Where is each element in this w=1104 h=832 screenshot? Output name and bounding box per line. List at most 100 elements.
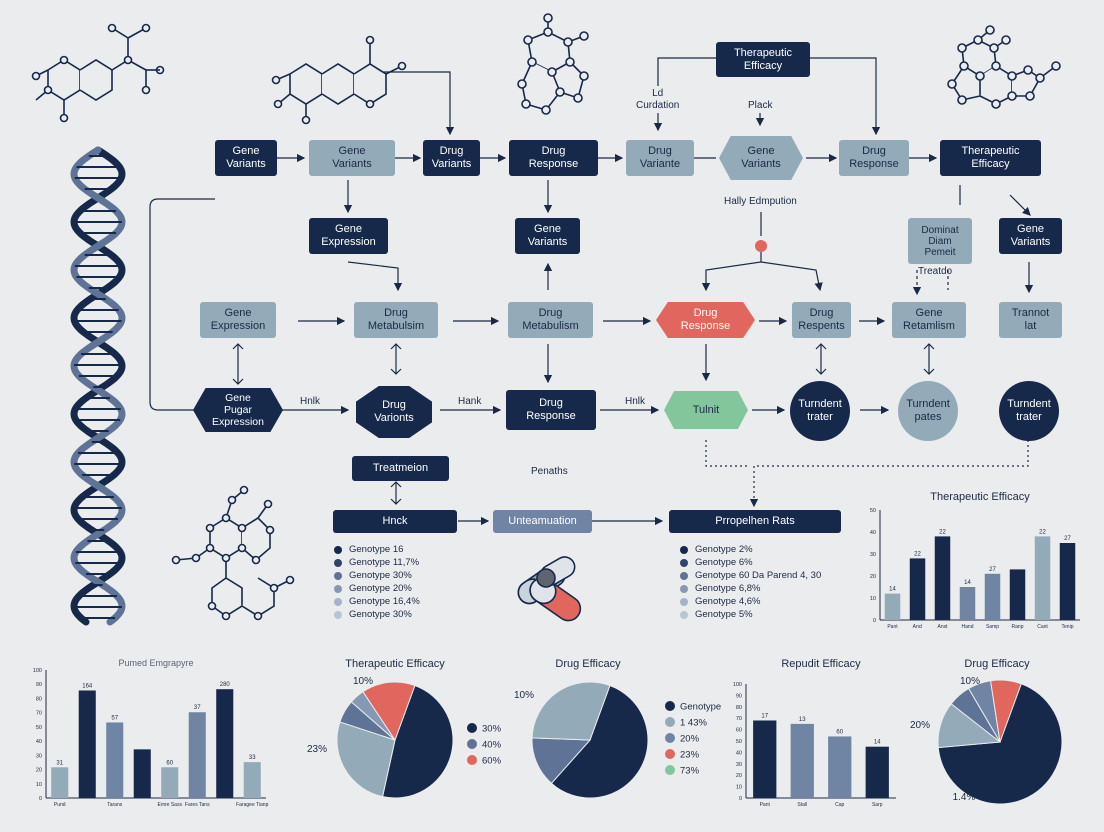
x-tick-label: Emre Sass (158, 802, 183, 808)
x-tick-label: Faragee Tianp (236, 802, 268, 808)
legend-item: Genotype 60 Da Parend 4, 30 (680, 569, 821, 582)
pie-legend-label: Genotype (680, 702, 721, 713)
pie-legend-label: 20% (680, 734, 700, 745)
legend-swatch (334, 610, 342, 619)
y-tick-label: 10 (736, 785, 742, 791)
legend-item: Genotype 4,6% (680, 595, 821, 608)
pie-slice (381, 684, 454, 799)
legend-label: Genotype 60 Da Parend 4, 30 (695, 570, 822, 581)
molecule-icon-2 (271, 35, 407, 125)
annotation-hnlk-2: Hnlk (625, 396, 646, 407)
x-tick-label: Ranp (1012, 624, 1024, 630)
node-dominat-diam-pemeit[interactable]: Dominat Diam Pemeit (908, 218, 972, 264)
annotation-hally: Hally Edmpution (724, 196, 797, 207)
node-prropelhen-rats[interactable]: Prropelhen Rats (669, 510, 841, 533)
legend-item: Genotype 11,7% (334, 556, 420, 569)
annotation-hank: Hank (458, 396, 482, 407)
y-tick-label: 10 (870, 596, 876, 602)
node-trannot-lat[interactable]: Trannot lat (999, 302, 1062, 338)
pie-legend-swatch (467, 723, 477, 733)
x-tick-label: Tarans (107, 802, 123, 808)
node-therapeutic-efficacy-top[interactable]: Therapeutic Efficacy (716, 42, 810, 77)
bar (984, 573, 1001, 620)
node-drug-respents[interactable]: Drug Respents (792, 302, 851, 338)
pie-outer-label: 10% (514, 690, 534, 701)
bar (216, 689, 234, 798)
node-drug-response-2[interactable]: Drug Response (839, 140, 909, 176)
node-gene-variants-4[interactable]: Gene Variants (515, 218, 580, 254)
y-tick-label: 100 (733, 682, 742, 688)
molecule-icon-1 (31, 23, 165, 123)
x-tick-label: Fares Tans (185, 802, 210, 808)
bar (959, 587, 976, 620)
y-tick-label: 30 (870, 552, 876, 558)
y-tick-label: 20 (870, 574, 876, 580)
data-label: 33 (249, 755, 256, 761)
node-tulnit[interactable]: Tulnit (664, 391, 748, 429)
node-gene-variants-1[interactable]: Gene Variants (215, 140, 277, 176)
pie-slice (531, 737, 592, 785)
node-drug-variants-1[interactable]: Drug Variants (423, 140, 480, 176)
node-gene-pugar-expression[interactable]: Gene Pugar Expression (193, 388, 283, 432)
node-drug-variante[interactable]: Drug Variante (626, 140, 694, 176)
y-tick-label: 90 (36, 682, 42, 688)
pie-legend-label: 60% (482, 756, 502, 767)
chart-title: Drug Efficacy (964, 658, 1030, 670)
node-drug-response-3[interactable]: Drug Response (506, 390, 596, 430)
bar (188, 712, 206, 798)
node-drug-metabulsim[interactable]: Drug Metabulsim (354, 302, 438, 338)
bar (790, 723, 814, 798)
legend-item: Genotype 30% (334, 569, 420, 582)
node-gene-expression-2[interactable]: Gene Expression (200, 302, 276, 338)
pie-slice (937, 683, 1063, 805)
node-hnck[interactable]: Hnck (333, 510, 457, 533)
y-tick-label: 50 (736, 739, 742, 745)
bar (865, 746, 889, 798)
y-tick-label: 80 (36, 696, 42, 702)
node-gene-expression-1[interactable]: Gene Expression (309, 218, 388, 254)
x-tick-label: Cap (835, 802, 844, 808)
node-gene-variants-3[interactable]: Gene Variants (719, 136, 803, 180)
molecule-icon-3 (517, 13, 589, 115)
node-therapeutic-efficacy-1[interactable]: Therapeutic Efficacy (940, 140, 1041, 176)
data-label: 14 (874, 740, 881, 746)
bar (78, 690, 96, 798)
data-label: 31 (56, 760, 63, 766)
node-gene-variants-2[interactable]: Gene Variants (309, 140, 395, 176)
bar (934, 536, 951, 620)
node-drug-response-1[interactable]: Drug Response (509, 140, 598, 176)
annotation-treatdo: Treatdo (918, 266, 953, 277)
genotype-legend-right: Genotype 2%Genotype 6%Genotype 60 Da Par… (680, 543, 821, 621)
legend-swatch (680, 584, 688, 593)
data-label: 17 (761, 713, 768, 719)
legend-label: Genotype 30% (349, 609, 412, 620)
node-gene-retamlism[interactable]: Gene Retamlism (892, 302, 966, 338)
data-label: 57 (111, 715, 118, 721)
node-drug-metabulism[interactable]: Drug Metabulism (508, 302, 593, 338)
legend-label: Genotype 2% (695, 544, 753, 555)
data-label: 27 (989, 567, 996, 573)
pie-legend-swatch (467, 755, 477, 765)
x-tick-label: Anst (937, 624, 948, 630)
y-tick-label: 0 (873, 618, 876, 624)
pie-legend-swatch (467, 739, 477, 749)
bar (909, 558, 926, 620)
node-treatmeion[interactable]: Treatmeion (352, 456, 449, 481)
legend-item: Genotype 16 (334, 543, 420, 556)
node-turndent-trater-1[interactable]: Turndent trater (790, 381, 850, 441)
bar (133, 749, 151, 798)
node-drug-varionts[interactable]: Drug Varionts (356, 386, 432, 438)
node-unteamuation[interactable]: Unteamuation (493, 510, 592, 533)
legend-label: Genotype 20% (349, 583, 412, 594)
node-turndent-trater-2[interactable]: Turndent trater (999, 381, 1059, 441)
chart-title: Therapeutic Efficacy (930, 491, 1030, 503)
y-tick-label: 30 (36, 753, 42, 759)
annotation-hnlk: Hnlk (300, 396, 321, 407)
node-drug-response-red[interactable]: Drug Response (656, 302, 755, 338)
node-gene-variants-5[interactable]: Gene Variants (999, 218, 1062, 254)
node-turndent-pates[interactable]: Turndent pates (898, 381, 958, 441)
y-tick-label: 60 (736, 728, 742, 734)
